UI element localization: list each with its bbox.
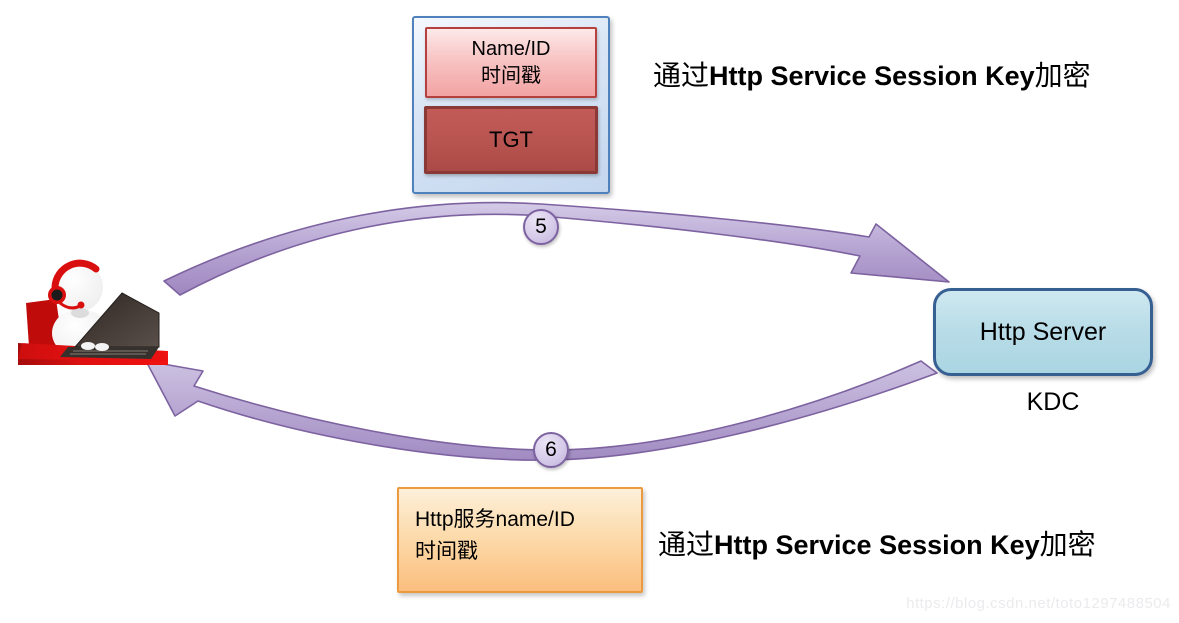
bottom-packet-line1: Http服务name/ID <box>415 508 575 531</box>
watermark-url: https://blog.csdn.net/toto1297488504 <box>906 595 1171 612</box>
bottom-packet-box: Http服务name/ID 时间戳 <box>397 487 643 593</box>
bottom-caption: 通过Http Service Session Key加密 <box>658 523 1096 563</box>
step6-badge: 6 <box>533 432 569 468</box>
arrow-step5 <box>163 201 950 296</box>
top-caption: 通过Http Service Session Key加密 <box>653 54 1091 94</box>
tgt-label: TGT <box>489 127 533 152</box>
kdc-label: KDC <box>1026 388 1080 416</box>
arrow-step6 <box>145 360 938 461</box>
bottom-caption-emphasis: Http Service Session Key <box>714 530 1040 560</box>
bottom-packet-line2: 时间戳 <box>415 539 478 563</box>
step6-number: 6 <box>545 438 557 461</box>
timestamp-label: 时间戳 <box>481 64 541 87</box>
top-caption-suffix: 加密 <box>1034 61 1091 92</box>
tgt-box: TGT <box>424 106 598 174</box>
bottom-caption-prefix: 通过 <box>658 530 715 561</box>
top-caption-prefix: 通过 <box>653 61 710 92</box>
step5-badge: 5 <box>523 209 559 245</box>
http-server-node: Http Server <box>933 288 1153 376</box>
client-user-icon <box>18 259 168 365</box>
step5-number: 5 <box>535 215 547 238</box>
top-packet-nameid-box: Name/ID 时间戳 <box>425 27 597 98</box>
top-caption-emphasis: Http Service Session Key <box>709 61 1035 91</box>
nameid-label: Name/ID <box>471 37 551 60</box>
bottom-caption-suffix: 加密 <box>1039 530 1096 561</box>
http-server-label: Http Server <box>979 317 1107 346</box>
